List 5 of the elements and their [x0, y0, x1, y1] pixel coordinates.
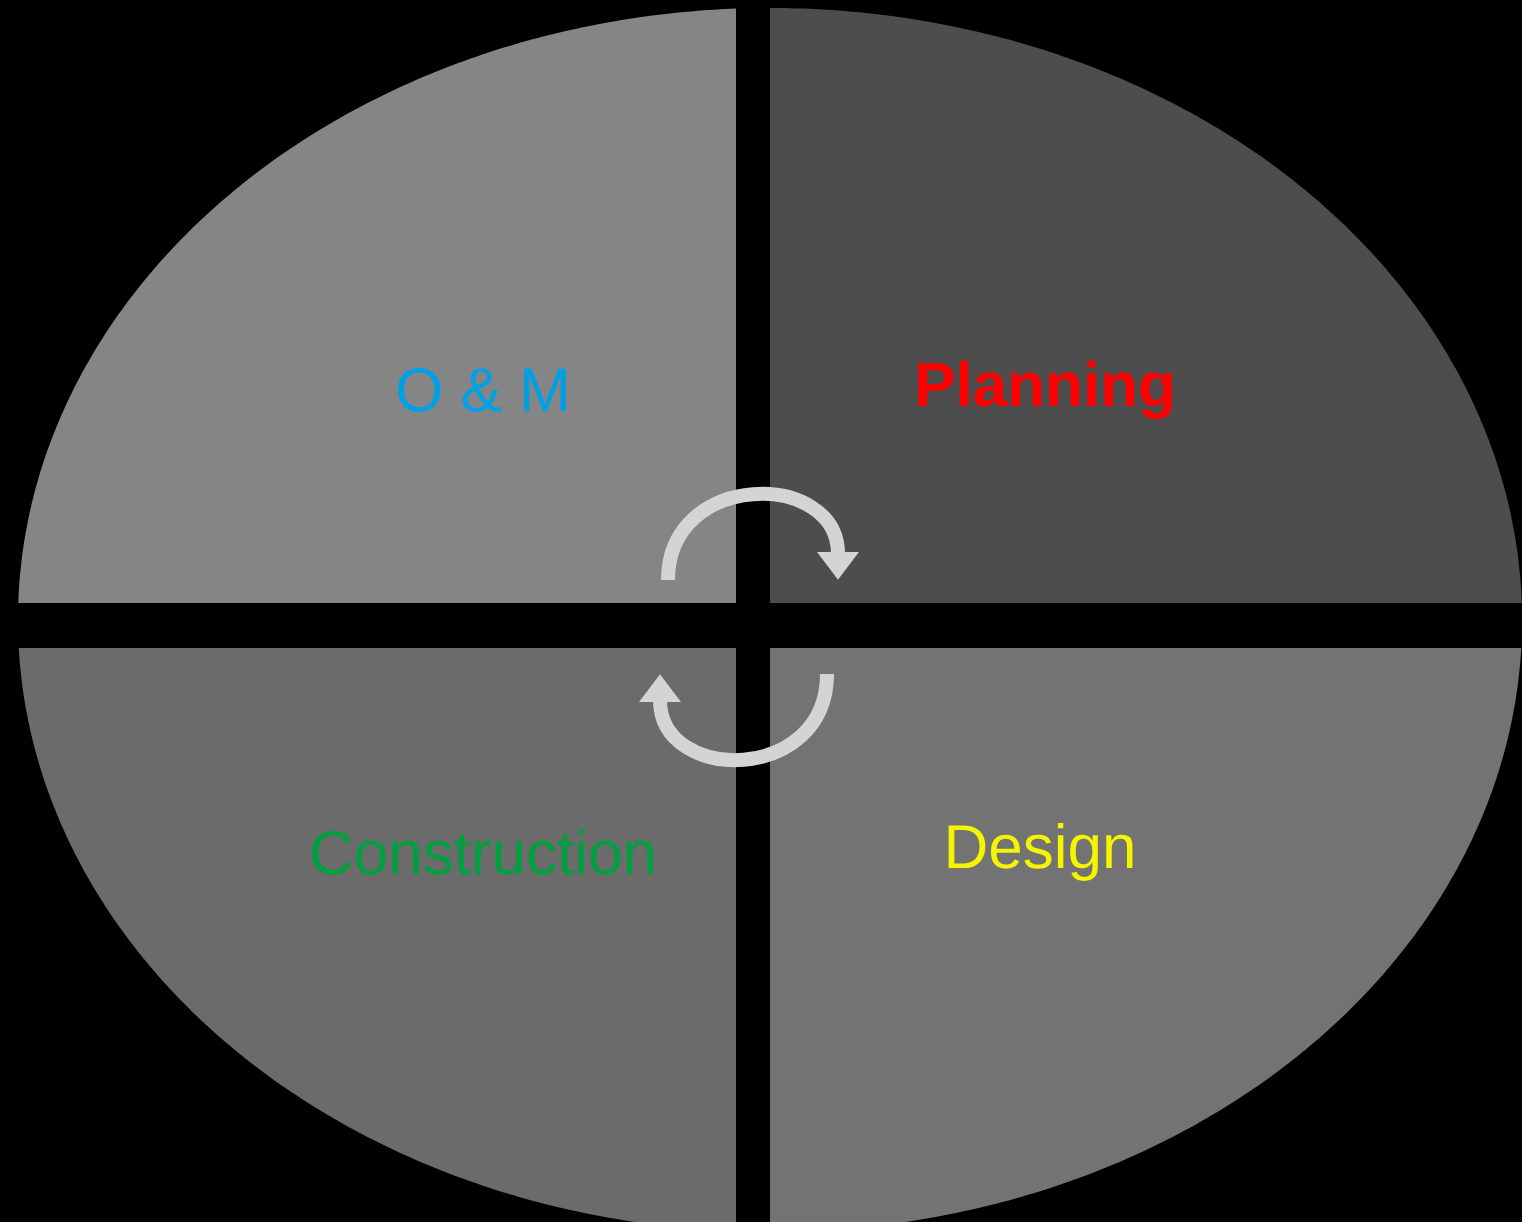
curved-arrow: [661, 487, 859, 581]
quadrant: O & M: [18, 8, 736, 603]
quadrant: Design: [770, 648, 1522, 1222]
quadrant: Planning: [770, 8, 1522, 603]
quadrant: Construction: [18, 648, 736, 1222]
